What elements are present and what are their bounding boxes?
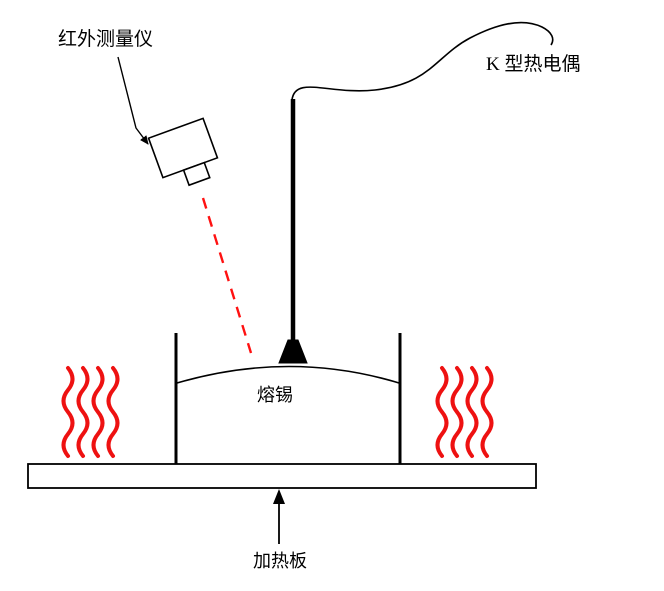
heat-wave-icon: [435, 366, 449, 458]
heat-waves-right: [435, 366, 494, 458]
tin-label: 熔锡: [257, 385, 293, 405]
thermocouple-probe-tip: [278, 339, 308, 364]
plate-label: 加热板: [253, 551, 307, 571]
heat-wave-icon: [91, 366, 105, 458]
infrared-label: 红外测量仪: [58, 28, 153, 50]
sensor-nozzle: [182, 161, 211, 187]
infrared-sensor-icon: [147, 117, 219, 187]
laser-dashed-beam: [201, 197, 253, 354]
heat-wave-icon: [106, 366, 120, 458]
heat-wave-icon: [465, 366, 479, 458]
thermocouple-wire: [291, 21, 554, 101]
heat-wave-icon: [450, 366, 464, 458]
heating-plate: [27, 463, 537, 489]
heat-wave-icon: [76, 366, 90, 458]
plate-arrow-head: [273, 489, 285, 504]
heat-wave-icon: [61, 366, 75, 458]
infrared-leader-line: [117, 56, 149, 145]
heat-waves-left: [61, 366, 120, 458]
molten-tin-surface: [176, 365, 400, 384]
heat-wave-icon: [480, 366, 494, 458]
thermocouple-label: K 型热电偶: [486, 53, 580, 75]
